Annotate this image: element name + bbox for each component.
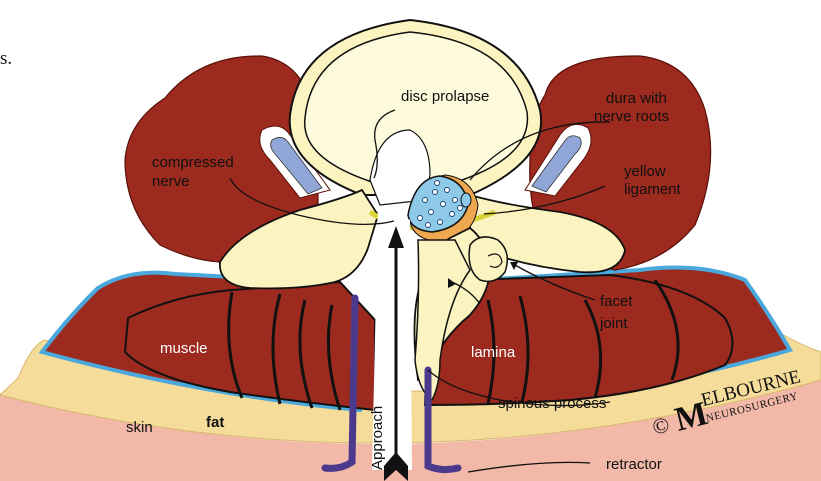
label-spinous-process: spinous process: [498, 395, 606, 412]
nerve-root-exit-right: [461, 193, 471, 207]
label-facet-line2: joint: [599, 315, 628, 332]
label-dura-line1: dura with: [606, 90, 667, 107]
label-lamina: lamina: [471, 344, 516, 361]
cropped-fragment-text: s.: [0, 48, 12, 69]
label-retractor: retractor: [606, 456, 662, 473]
label-compressed-line2: nerve: [152, 173, 190, 190]
label-facet-line1: facet: [600, 293, 633, 310]
label-disc-prolapse: disc prolapse: [401, 88, 489, 105]
label-compressed-line1: compressed: [152, 154, 234, 171]
label-skin: skin: [126, 419, 153, 436]
label-yellow-line1: yellow: [624, 163, 666, 180]
label-yellow-line2: ligament: [624, 181, 682, 198]
label-approach: Approach: [369, 406, 386, 470]
label-fat: fat: [206, 414, 224, 431]
label-dura-line2: nerve roots: [594, 108, 669, 125]
label-muscle: muscle: [160, 340, 208, 357]
